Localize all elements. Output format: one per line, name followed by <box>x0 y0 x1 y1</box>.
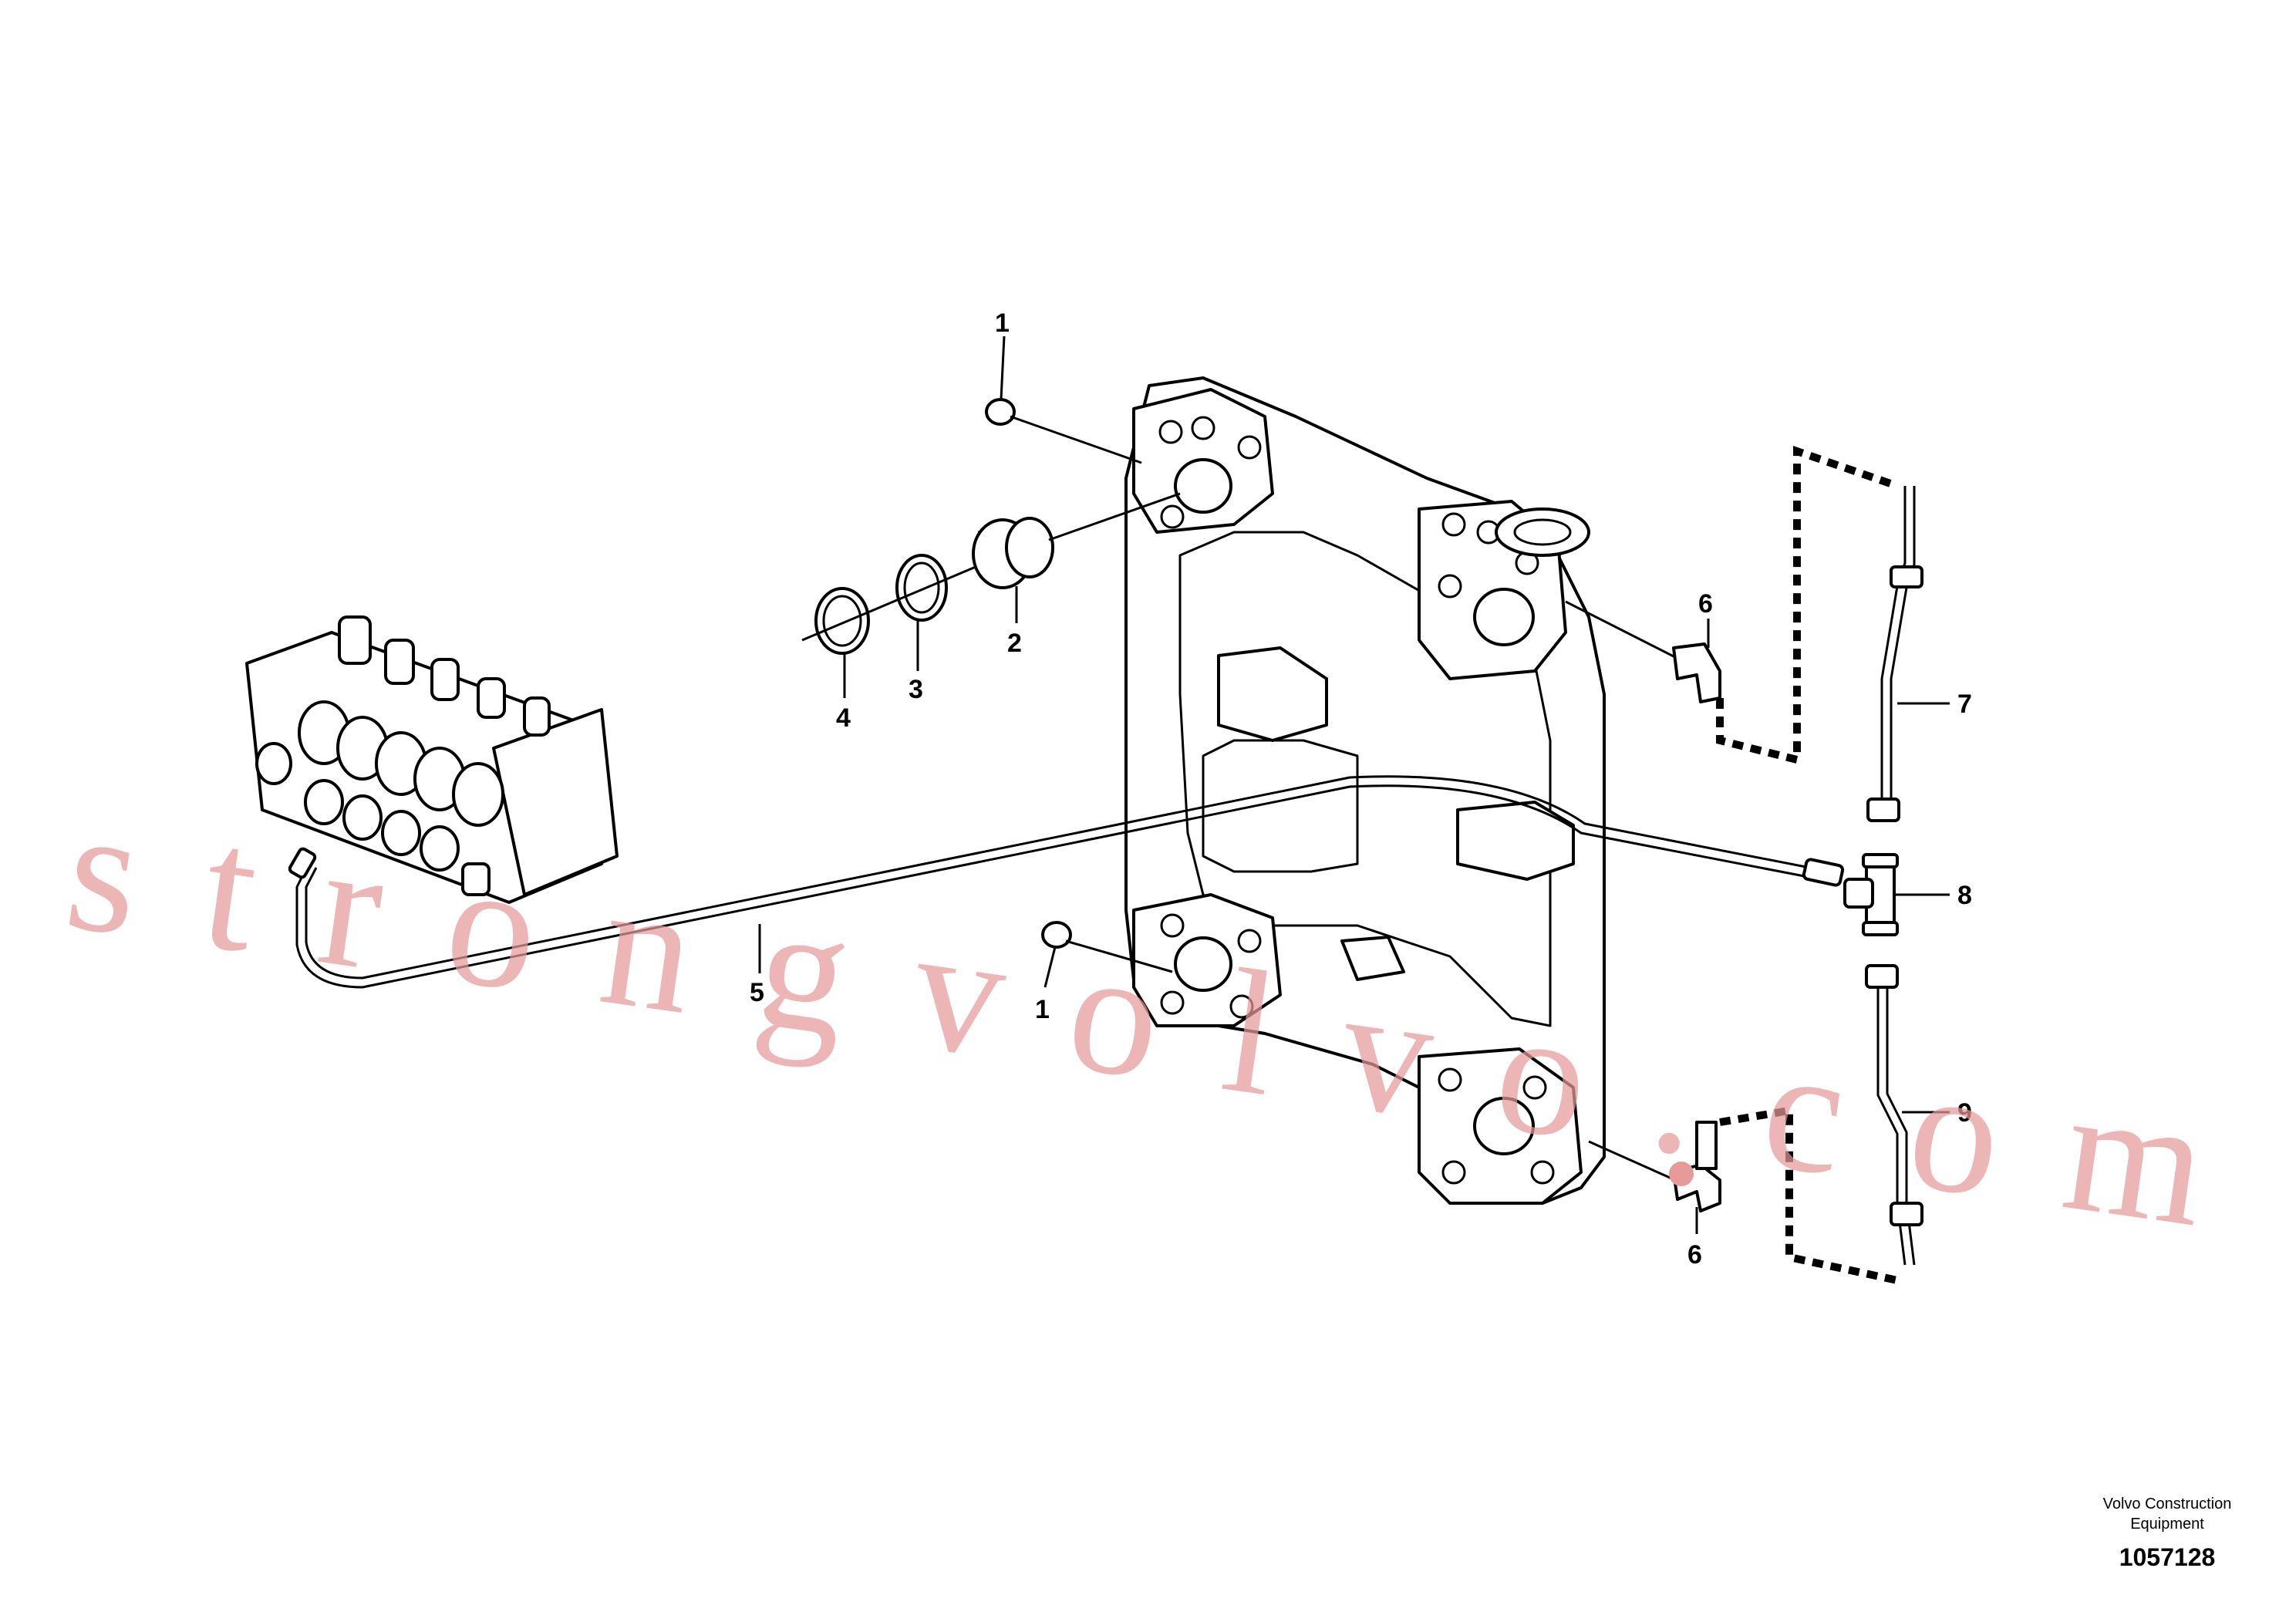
o-ring-inner <box>822 595 862 647</box>
callout-1-top: 1 <box>995 309 1010 338</box>
elbow-fitting-top <box>1565 600 1721 703</box>
callout-8: 8 <box>1957 881 1972 910</box>
hose <box>288 775 1845 989</box>
brand-line-2: Equipment <box>2130 1516 2204 1533</box>
leader-1-bottom <box>1043 946 1057 988</box>
callout-5: 5 <box>750 978 764 1007</box>
frame-bracket <box>1124 376 1606 1205</box>
leader-seal-axis <box>801 565 976 642</box>
control-valve <box>245 615 619 904</box>
tee-fitting <box>1843 853 1899 936</box>
doc-number: 1057128 <box>2119 1543 2216 1571</box>
brand-line-1: Volvo Construction <box>2103 1496 2232 1512</box>
dashed-link-top <box>1716 445 1899 765</box>
callout-6-bottom: 6 <box>1687 1240 1702 1270</box>
dot-marker <box>1669 1162 1694 1186</box>
callout-7: 7 <box>1957 690 1972 719</box>
callout-9: 9 <box>1957 1098 1972 1128</box>
callout-1-bottom: 1 <box>1035 995 1050 1024</box>
pipe-upper <box>1866 486 1923 822</box>
callout-6-top: 6 <box>1698 589 1713 619</box>
plug-top <box>985 398 1142 464</box>
seal-ring-inner <box>903 561 940 614</box>
valve-sections <box>298 700 504 872</box>
plug-bottom <box>1041 921 1173 973</box>
pipe-lower <box>1865 964 1923 1266</box>
callout-2: 2 <box>1007 629 1022 658</box>
callout-4: 4 <box>836 703 851 733</box>
callout-3: 3 <box>909 675 923 704</box>
bushing <box>972 492 1181 589</box>
leader-1-top <box>1000 336 1006 400</box>
